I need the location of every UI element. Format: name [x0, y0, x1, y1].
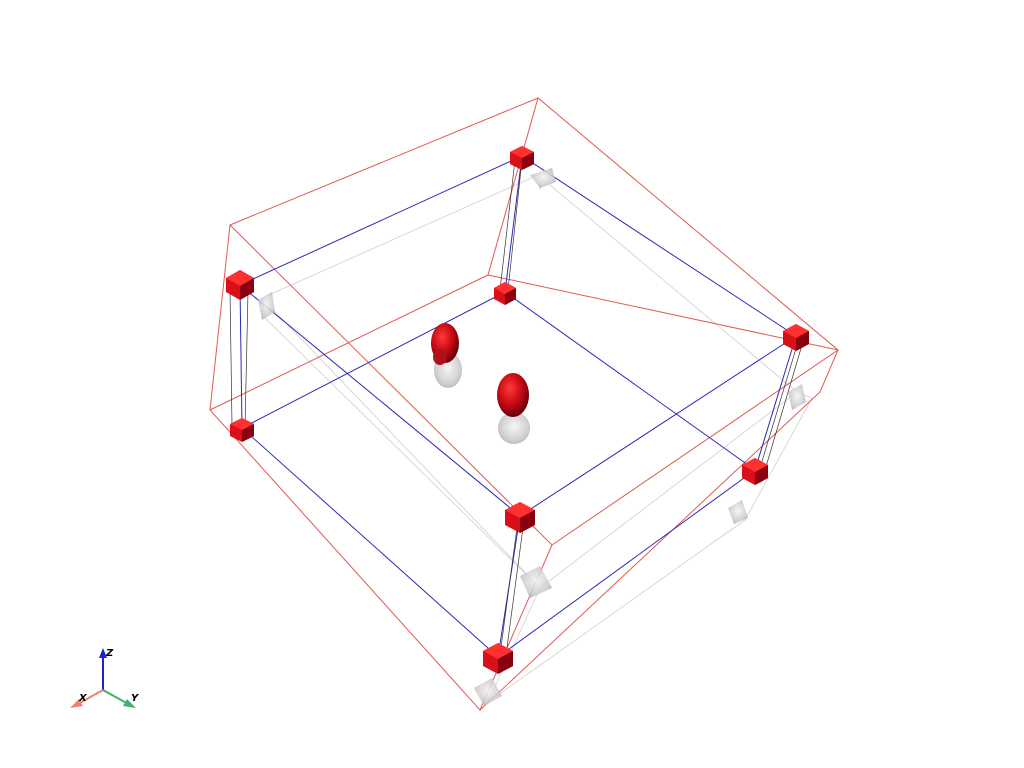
blob-left-small — [433, 349, 447, 365]
cube-marker-center-back — [494, 282, 516, 305]
cube-marker-front — [505, 502, 535, 533]
cube-marker-top — [510, 146, 534, 170]
cube-marker-right — [783, 324, 809, 351]
blob-objects — [431, 323, 529, 417]
outer-bounding-box — [209, 97, 839, 711]
cube-markers — [226, 146, 809, 674]
cube-marker-right-lower — [742, 458, 768, 485]
shadow-box-edges — [261, 174, 813, 703]
x-axis-label: X — [78, 693, 88, 704]
x-axis-arrow — [70, 699, 83, 708]
y-axis-label: Y — [131, 693, 140, 704]
z-axis-arrow — [99, 648, 107, 658]
z-axis-label: Z — [105, 648, 114, 659]
shadow-patches — [258, 168, 806, 706]
cube-marker-left-upper — [226, 270, 254, 300]
y-axis-arrow — [123, 699, 136, 708]
orientation-axes-widget: Z X Y — [70, 648, 140, 708]
cube-marker-left-lower — [230, 418, 254, 442]
connector-lines — [229, 159, 803, 656]
cube-marker-bottom — [483, 643, 513, 674]
blob-right — [497, 373, 529, 417]
